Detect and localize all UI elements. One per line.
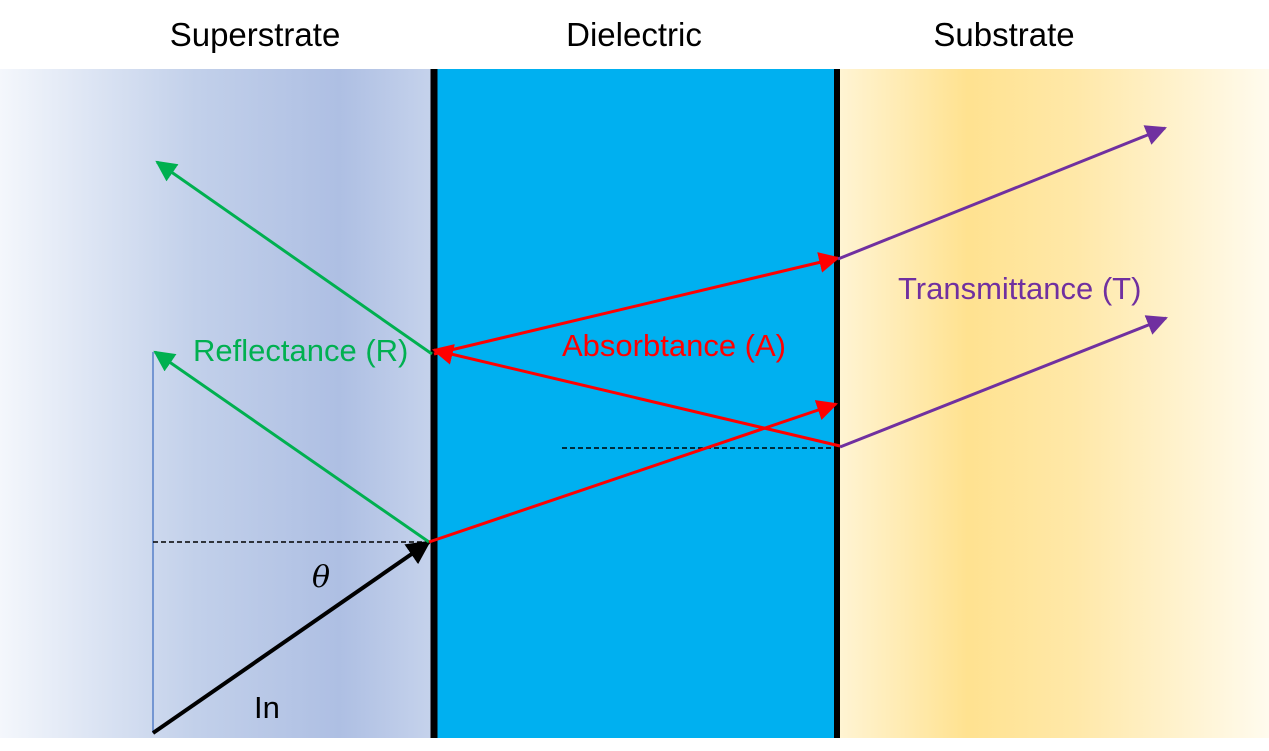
substrate-header: Substrate: [933, 16, 1074, 53]
superstrate-header: Superstrate: [170, 16, 341, 53]
incident-ray: [151, 540, 431, 735]
transmitted-ray-upper: [837, 125, 1167, 261]
reflectance-label: Reflectance (R): [193, 333, 408, 368]
substrate-region: [838, 69, 1269, 738]
incident-label: In: [254, 690, 280, 725]
transmitted-ray-lower: [839, 315, 1168, 449]
absorbtance-ray-upper: [433, 252, 841, 356]
superstrate-region: [0, 69, 435, 738]
reflected-ray-lower: [153, 350, 430, 544]
reflected-ray-upper: [155, 160, 433, 356]
dielectric-header: Dielectric: [566, 16, 702, 53]
absorbtance-ray-lower: [428, 400, 838, 544]
dielectric-region: [435, 69, 838, 738]
absorbtance-label: Absorbtance (A): [562, 328, 786, 363]
transmittance-label: Transmittance (T): [898, 271, 1141, 306]
angle-theta-label: θ: [312, 560, 330, 595]
absorbtance-ray-return: [431, 344, 841, 448]
